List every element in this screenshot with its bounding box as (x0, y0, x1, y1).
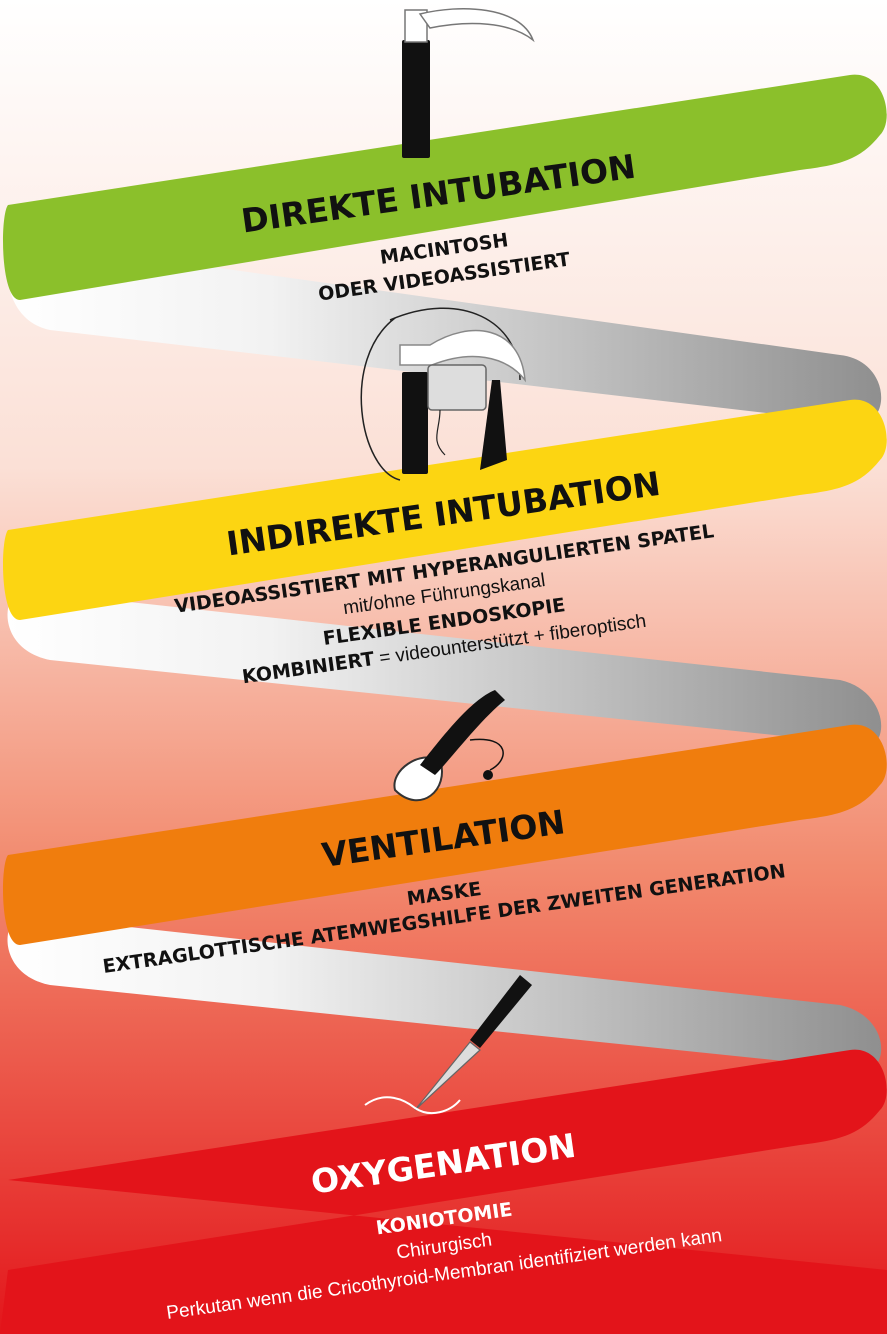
band-indirekte-intubation (3, 399, 887, 620)
band-direkte-intubation (3, 74, 887, 300)
laryngoscope-macintosh-icon (402, 7, 535, 158)
ribbon-back-1 (7, 240, 882, 425)
videolaryngoscope-endoscope-icon (360, 307, 526, 481)
laryngeal-mask-icon (393, 690, 505, 802)
scalpel-icon (364, 975, 532, 1115)
band-ventilation (3, 724, 887, 945)
ribbon-back-2 (7, 590, 882, 745)
band-oxygenation (0, 1049, 887, 1334)
ribbon-back-3 (7, 915, 882, 1070)
